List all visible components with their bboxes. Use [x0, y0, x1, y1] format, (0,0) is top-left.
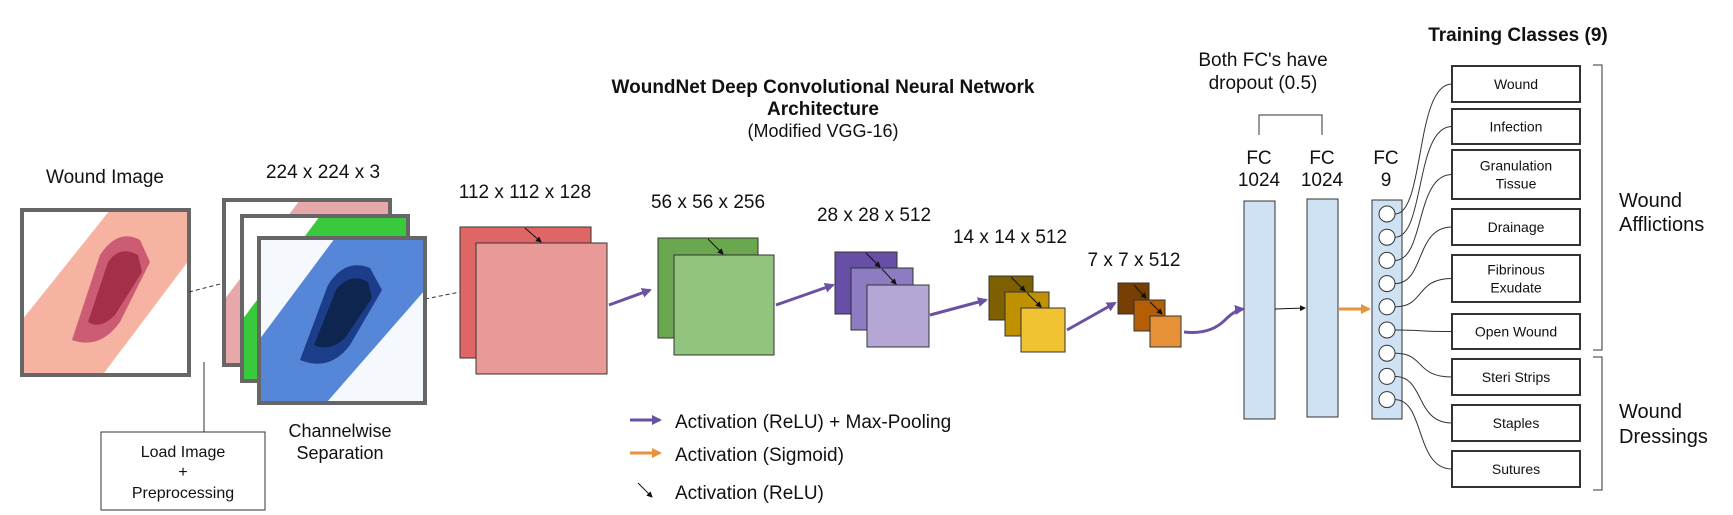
fc3-label-a: FC	[1373, 148, 1398, 169]
wound-image-label: Wound Image	[46, 167, 164, 188]
class-label: Fibrinous	[1487, 262, 1545, 278]
afflictions-bracket	[1593, 64, 1603, 351]
title-line-2: Architecture	[767, 99, 879, 120]
title-line-3: (Modified VGG-16)	[747, 121, 898, 141]
dressings-label-1: Wound	[1619, 401, 1682, 423]
class-connector	[1394, 352, 1453, 378]
conv-block-4	[988, 275, 1066, 353]
legend: Activation (ReLU) + Max-Pooling Activati…	[630, 412, 951, 504]
class-connector	[1394, 278, 1453, 308]
conv-block-2	[657, 237, 775, 356]
dashed-link-right	[424, 291, 461, 300]
blue-channel	[257, 236, 427, 405]
class-label: Tissue	[1496, 176, 1537, 192]
class-label: Sutures	[1492, 461, 1540, 477]
wound-image	[20, 208, 191, 377]
output-node	[1378, 344, 1396, 362]
dressings-label-2: Dressings	[1619, 426, 1708, 448]
class-box	[1451, 108, 1581, 145]
layer3-label: 28 x 28 x 512	[817, 205, 931, 226]
arrow-conv3-conv4	[929, 297, 988, 317]
class-connector	[1394, 126, 1453, 238]
dressings-bracket	[1593, 356, 1603, 491]
channel-size-label: 224 x 224 x 3	[266, 162, 380, 183]
class-label: Open Wound	[1475, 324, 1557, 340]
legend-item-3: Activation (ReLU)	[675, 483, 824, 504]
conv-block-3	[834, 251, 930, 348]
class-box	[1451, 358, 1581, 396]
dropout-bracket	[1258, 114, 1323, 135]
output-node	[1378, 321, 1396, 339]
layer2-label: 56 x 56 x 256	[651, 192, 765, 213]
fc2-layer	[1306, 198, 1339, 418]
class-label: Staples	[1493, 415, 1540, 431]
layer5-label: 7 x 7 x 512	[1088, 250, 1181, 271]
class-box	[1451, 404, 1581, 442]
class-box	[1451, 149, 1581, 200]
class-label: Granulation	[1480, 158, 1552, 174]
class-connector	[1394, 329, 1453, 332]
arrow-conv2-conv3	[775, 282, 835, 307]
preprocess-line-2: +	[178, 464, 187, 481]
diagram-title: WoundNet Deep Convolutional Neural Netwo…	[612, 77, 1035, 141]
class-box	[1451, 254, 1581, 303]
class-box	[1451, 450, 1581, 488]
conv-block-1	[459, 226, 608, 375]
classes-title: Training Classes (9)	[1428, 25, 1608, 46]
output-classes: WoundInfectionGranulationTissueDrainageF…	[1378, 65, 1581, 488]
arrow-conv4-conv5	[1066, 301, 1117, 332]
arrow-conv1-conv2	[608, 288, 652, 307]
output-node	[1378, 205, 1396, 223]
class-connector	[1394, 375, 1453, 424]
channelwise-label-1: Channelwise	[288, 421, 391, 441]
class-connector	[1394, 83, 1453, 215]
preprocess-line-1: Load Image	[141, 444, 226, 461]
dropout-note-1: Both FC's have	[1198, 50, 1327, 71]
output-node	[1378, 367, 1396, 385]
layer1-label: 112 x 112 x 128	[459, 182, 591, 203]
title-line-1: WoundNet Deep Convolutional Neural Netwo…	[612, 77, 1035, 98]
class-label: Steri Strips	[1482, 369, 1550, 385]
layer4-label: 14 x 14 x 512	[953, 227, 1067, 248]
channelwise-label-2: Separation	[296, 443, 383, 463]
fc2-label-b: 1024	[1301, 170, 1344, 191]
fc1-label-a: FC	[1246, 148, 1271, 169]
class-box	[1451, 65, 1581, 103]
class-connector	[1394, 226, 1453, 285]
arrow-fc1-fc2	[1274, 305, 1306, 312]
class-label: Exudate	[1490, 280, 1542, 296]
output-node	[1378, 298, 1396, 316]
dropout-note-2: dropout (0.5)	[1209, 73, 1318, 94]
fc2-label-a: FC	[1309, 148, 1334, 169]
output-node	[1378, 228, 1396, 246]
class-label: Infection	[1490, 119, 1543, 135]
class-box	[1451, 313, 1581, 350]
class-connector	[1394, 174, 1453, 261]
arrow-conv5-fc1	[1183, 305, 1245, 334]
fc1-layer	[1243, 200, 1276, 420]
class-label: Drainage	[1488, 219, 1545, 235]
output-node	[1378, 275, 1396, 293]
preprocess-box: Load Image + Preprocessing	[100, 431, 266, 511]
class-connector	[1394, 399, 1453, 470]
output-node	[1378, 391, 1396, 409]
class-box	[1451, 208, 1581, 246]
conv-block-5	[1117, 282, 1182, 348]
preprocess-line-3: Preprocessing	[132, 485, 234, 502]
legend-black-arrow	[637, 482, 653, 498]
afflictions-label-2: Afflictions	[1619, 214, 1704, 236]
class-label: Wound	[1494, 76, 1538, 92]
output-node	[1378, 251, 1396, 269]
legend-item-2: Activation (Sigmoid)	[675, 445, 844, 466]
afflictions-label-1: Wound	[1619, 190, 1682, 212]
legend-item-1: Activation (ReLU) + Max-Pooling	[675, 412, 951, 433]
fc3-label-b: 9	[1381, 170, 1392, 191]
fc1-label-b: 1024	[1238, 170, 1281, 191]
